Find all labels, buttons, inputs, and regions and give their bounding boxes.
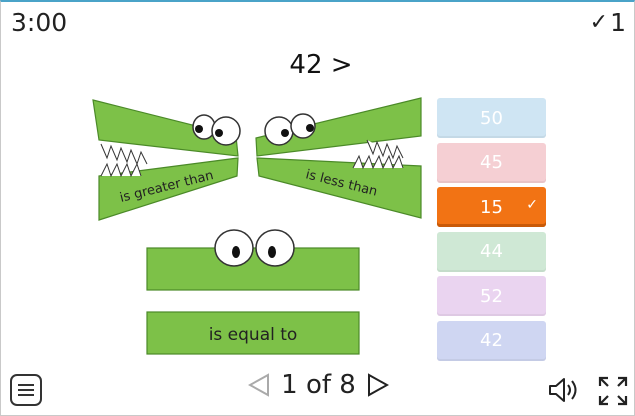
- page-indicator: 1 of 8: [281, 370, 356, 400]
- equal-crocodile: is equal to: [146, 229, 360, 355]
- greater-than-crocodile: is greater than: [92, 99, 241, 221]
- answer-label: 15: [480, 196, 503, 218]
- question-text: 42 >: [289, 50, 353, 80]
- answer-label: 42: [480, 330, 503, 351]
- answer-option-45[interactable]: 45: [437, 142, 546, 183]
- answer-label: 52: [480, 285, 503, 307]
- correct-check-icon: ✓: [526, 197, 538, 213]
- answer-label: 44: [480, 241, 503, 262]
- previous-arrow-icon: [248, 373, 270, 397]
- fullscreen-button[interactable]: [598, 376, 628, 410]
- equal-label: is equal to: [209, 325, 298, 345]
- previous-button[interactable]: [245, 371, 273, 399]
- menu-icon[interactable]: [10, 374, 42, 406]
- next-arrow-icon: [367, 373, 389, 397]
- fullscreen-icon: [598, 376, 628, 406]
- less-than-crocodile: is less than: [255, 97, 422, 219]
- pager: 1 of 8: [1, 370, 635, 400]
- score: ✓ 1: [590, 8, 626, 37]
- answer-option-15[interactable]: 15 ✓: [437, 187, 546, 227]
- sound-button[interactable]: [547, 376, 579, 408]
- answer-option-50[interactable]: 50: [437, 98, 546, 138]
- speaker-icon: [549, 378, 577, 402]
- crocodile-illustration: is greater than is less than is equal to: [92, 97, 422, 355]
- answer-list: 50 45 15 ✓ 44 52 42: [437, 98, 546, 365]
- score-value: 1: [610, 8, 626, 37]
- answer-option-44[interactable]: 44: [437, 231, 546, 272]
- answer-option-42[interactable]: 42: [437, 320, 546, 361]
- answer-option-52[interactable]: 52: [437, 276, 546, 316]
- next-button[interactable]: [364, 371, 392, 399]
- check-icon: ✓: [589, 10, 609, 35]
- timer: 3:00: [11, 8, 68, 37]
- answer-label: 50: [480, 107, 503, 129]
- answer-label: 45: [480, 152, 503, 173]
